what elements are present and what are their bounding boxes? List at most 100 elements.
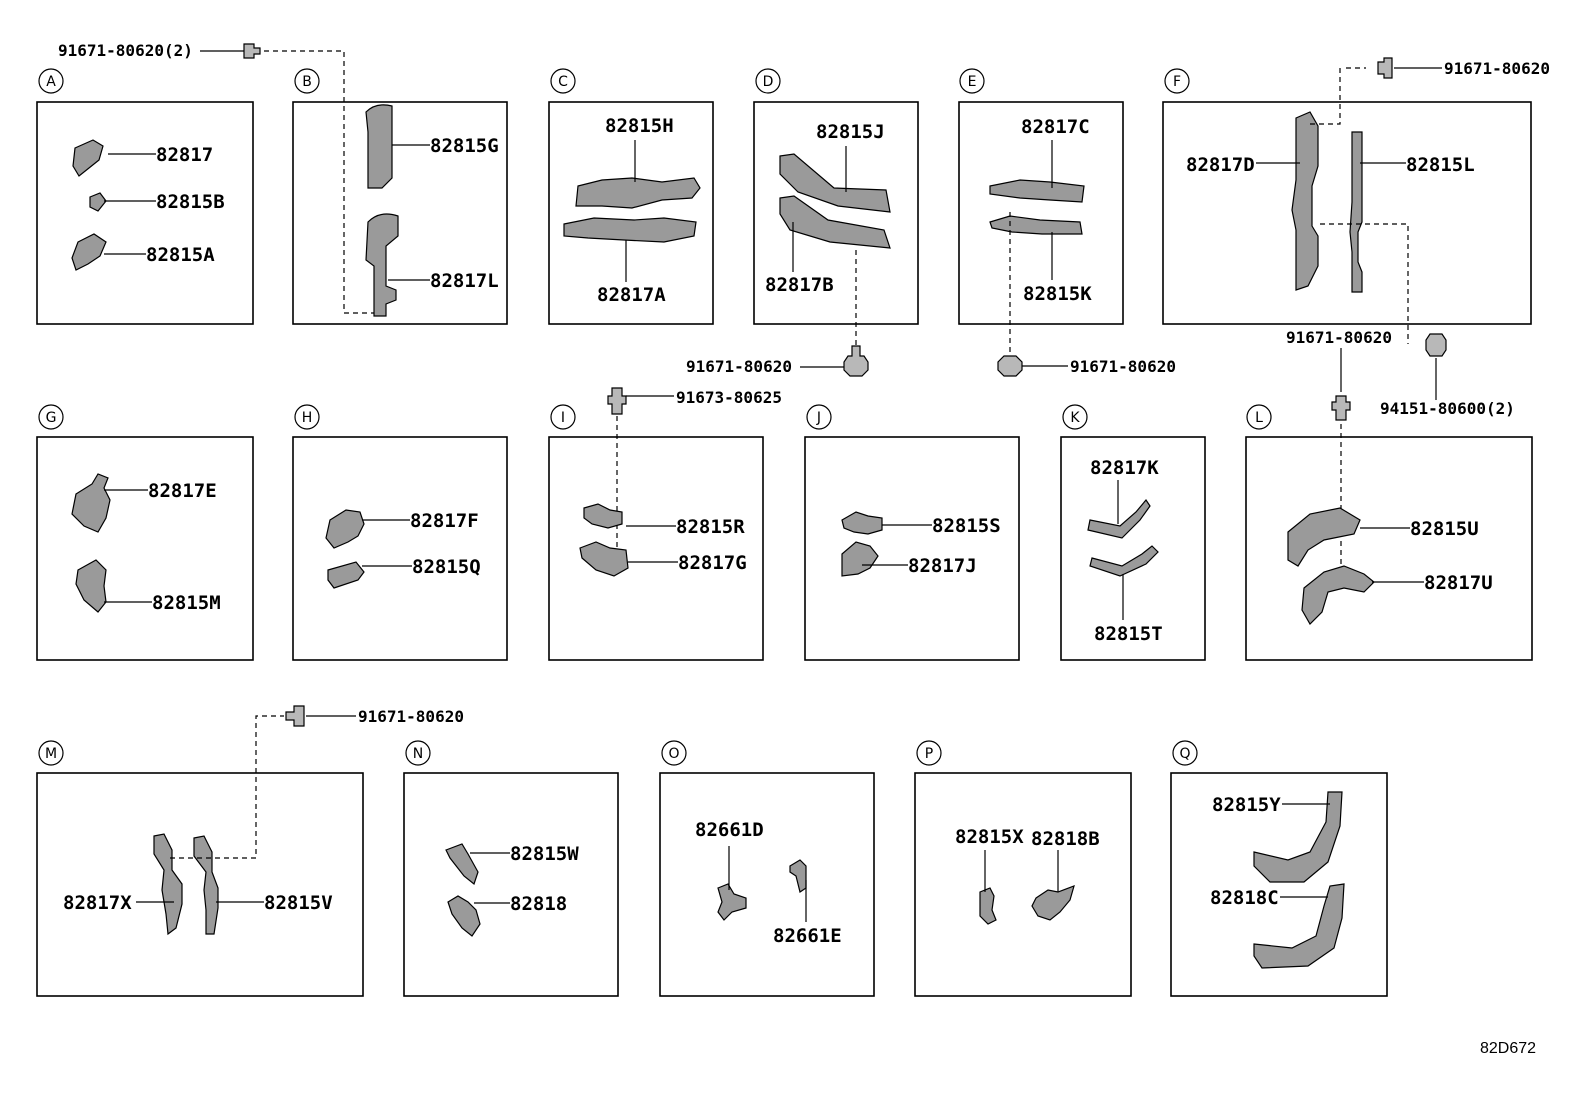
fastener-d: 91671-80620 xyxy=(686,345,869,377)
section-e: E 82817C 82815K xyxy=(958,68,1124,352)
part-number-label[interactable]: 82815J xyxy=(816,121,885,143)
section-marker-i xyxy=(550,404,576,430)
part-number-label[interactable]: 82818C xyxy=(1210,887,1279,909)
part-shape[interactable] xyxy=(1253,883,1345,969)
part-shape[interactable] xyxy=(1089,545,1159,577)
part-shape[interactable] xyxy=(583,503,623,529)
fastener-label[interactable]: 94151-80600(2) xyxy=(1380,399,1515,418)
section-letter: Q xyxy=(1179,746,1190,762)
section-i: I 91673-80625 82815R 82817G xyxy=(548,387,782,661)
section-marker-l xyxy=(1246,404,1272,430)
fastener-label[interactable]: 91671-80620(2) xyxy=(58,41,193,60)
part-number-label[interactable]: 82815G xyxy=(430,135,499,157)
part-shape[interactable] xyxy=(1291,111,1319,291)
fastener-label[interactable]: 91671-80620 xyxy=(1286,328,1392,347)
bolt-icon[interactable] xyxy=(997,355,1023,377)
part-number-label[interactable]: 82817X xyxy=(63,892,132,914)
part-shape[interactable] xyxy=(1031,885,1075,921)
part-number-label[interactable]: 82817K xyxy=(1090,457,1159,479)
section-box xyxy=(1245,436,1533,661)
part-number-label[interactable]: 82817F xyxy=(410,510,479,532)
part-shape[interactable] xyxy=(789,859,807,893)
part-number-label[interactable]: 82817D xyxy=(1186,154,1255,176)
part-shape[interactable] xyxy=(989,179,1085,203)
part-number-label[interactable]: 82815R xyxy=(676,516,745,538)
part-number-label[interactable]: 82815W xyxy=(510,843,579,865)
part-number-label[interactable]: 82818B xyxy=(1031,828,1100,850)
part-number-label[interactable]: 82815A xyxy=(146,244,215,266)
part-number-label[interactable]: 82817G xyxy=(678,552,747,574)
part-shape[interactable] xyxy=(72,139,104,177)
fastener-label[interactable]: 91671-80620 xyxy=(358,707,464,726)
part-shape[interactable] xyxy=(579,541,629,577)
section-l: L 82815U 82817U xyxy=(1245,404,1533,661)
part-number-label[interactable]: 82815T xyxy=(1094,623,1163,645)
bolt-icon[interactable] xyxy=(1377,57,1393,79)
part-shape[interactable] xyxy=(1349,131,1363,293)
part-number-label[interactable]: 82818 xyxy=(510,893,567,915)
part-shape[interactable] xyxy=(717,883,747,921)
part-shape[interactable] xyxy=(89,192,107,212)
part-number-label[interactable]: 82817C xyxy=(1021,116,1090,138)
part-shape[interactable] xyxy=(1087,498,1151,539)
part-shape[interactable] xyxy=(327,561,365,589)
part-number-label[interactable]: 82815Y xyxy=(1212,794,1281,816)
part-number-label[interactable]: 82817U xyxy=(1424,572,1493,594)
part-number-label[interactable]: 82815B xyxy=(156,191,225,213)
part-number-label[interactable]: 82817 xyxy=(156,144,213,166)
part-shape[interactable] xyxy=(71,473,111,533)
part-shape[interactable] xyxy=(779,153,891,213)
part-number-label[interactable]: 82815H xyxy=(605,115,674,137)
bolt-icon[interactable] xyxy=(243,43,261,59)
part-shape[interactable] xyxy=(841,541,879,577)
fastener-label[interactable]: 91671-80620 xyxy=(1070,357,1176,376)
part-number-label[interactable]: 82815K xyxy=(1023,283,1092,305)
part-number-label[interactable]: 82815Q xyxy=(412,556,481,578)
part-shape[interactable] xyxy=(71,233,107,271)
part-number-label[interactable]: 82815S xyxy=(932,515,1001,537)
fastener-label[interactable]: 91671-80620 xyxy=(686,357,792,376)
part-number-label[interactable]: 82817B xyxy=(765,274,834,296)
nut-icon[interactable] xyxy=(1425,333,1447,357)
bolt-icon[interactable] xyxy=(1331,395,1351,421)
part-number-label[interactable]: 82817A xyxy=(597,284,666,306)
section-marker-h xyxy=(294,404,320,430)
part-shape[interactable] xyxy=(75,559,107,613)
fastener-label[interactable]: 91673-80625 xyxy=(676,388,782,407)
bolt-icon[interactable] xyxy=(285,705,305,727)
part-number-label[interactable]: 82815X xyxy=(955,826,1024,848)
part-shape[interactable] xyxy=(979,887,997,925)
part-shape[interactable] xyxy=(447,895,481,937)
section-letter: A xyxy=(46,74,56,90)
part-shape[interactable] xyxy=(365,104,393,189)
section-box xyxy=(1162,101,1532,325)
part-number-label[interactable]: 82815L xyxy=(1406,154,1475,176)
part-shape[interactable] xyxy=(325,509,365,549)
part-shape[interactable] xyxy=(989,215,1083,235)
part-shape[interactable] xyxy=(1253,791,1343,883)
part-number-label[interactable]: 82661E xyxy=(773,925,842,947)
part-number-label[interactable]: 82661D xyxy=(695,819,764,841)
part-number-label[interactable]: 82815M xyxy=(152,592,221,614)
section-marker-b xyxy=(294,68,320,94)
part-shape[interactable] xyxy=(779,195,891,249)
part-shape[interactable] xyxy=(1287,507,1361,567)
part-shape[interactable] xyxy=(575,177,701,209)
section-marker-q xyxy=(1172,740,1198,766)
part-shape[interactable] xyxy=(563,217,697,243)
part-shape[interactable] xyxy=(1301,565,1375,625)
part-shape[interactable] xyxy=(841,511,883,535)
part-number-label[interactable]: 82815U xyxy=(1410,518,1479,540)
bolt-icon[interactable] xyxy=(843,345,869,377)
part-number-label[interactable]: 82817J xyxy=(908,555,977,577)
part-number-label[interactable]: 82815V xyxy=(264,892,333,914)
part-shape[interactable] xyxy=(365,213,399,317)
part-shape[interactable] xyxy=(193,835,219,935)
part-number-label[interactable]: 82817L xyxy=(430,270,499,292)
part-number-label[interactable]: 82817E xyxy=(148,480,217,502)
part-shape[interactable] xyxy=(445,843,479,886)
fastener-label[interactable]: 91671-80620 xyxy=(1444,59,1550,78)
part-shape[interactable] xyxy=(153,833,183,936)
bolt-icon[interactable] xyxy=(607,387,627,415)
section-n: N 82815W 82818 xyxy=(403,740,619,997)
